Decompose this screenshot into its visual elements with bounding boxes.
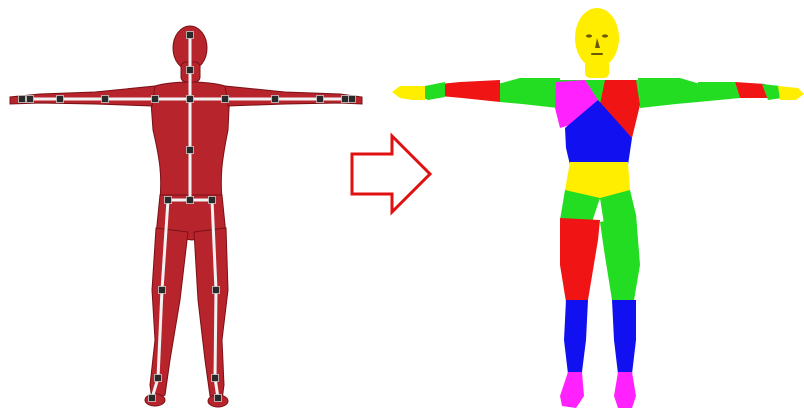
segment-left-shoulder: [498, 78, 560, 108]
skeleton-joint: [152, 96, 159, 103]
mesh-body: [10, 26, 362, 407]
segment-right-shin: [612, 300, 636, 374]
skeleton-joint: [159, 287, 166, 294]
segment-right-thigh: [600, 214, 640, 300]
segment-left-thigh: [560, 218, 600, 302]
skeleton-joint: [102, 96, 109, 103]
skeleton-joint: [187, 96, 194, 103]
segmented-body-figure: [392, 8, 804, 408]
skeleton-joint: [272, 96, 279, 103]
skeleton-joint: [165, 197, 172, 204]
segment-right-foot: [614, 372, 636, 408]
skeleton-joint: [187, 197, 194, 204]
segment-left-foot: [560, 372, 584, 408]
skeleton-joint: [149, 395, 156, 402]
skeleton-joint: [187, 147, 194, 154]
segment-left-shin: [564, 300, 588, 374]
right-arrow-icon: [352, 136, 430, 212]
skeleton-joint: [209, 197, 216, 204]
skeleton-joint: [222, 96, 229, 103]
skeleton-joint: [212, 375, 219, 382]
segment-right-upper-arm: [698, 82, 740, 102]
skeleton-joint: [155, 375, 162, 382]
segment-neck: [585, 60, 609, 78]
skeleton-joint: [19, 96, 26, 103]
segment-left-hand: [392, 86, 425, 100]
segment-left-upper-arm: [440, 80, 500, 102]
skeleton-joint: [57, 96, 64, 103]
skeleton-joint: [187, 32, 194, 39]
skeleton-mesh-figure: [10, 26, 362, 407]
segment-right-shoulder: [638, 78, 700, 108]
segment-right-hand: [778, 86, 804, 100]
skeleton-joint: [215, 395, 222, 402]
skeleton-joint: [27, 96, 34, 103]
skeleton-joint: [317, 96, 324, 103]
skeleton-joint: [187, 67, 194, 74]
skeleton-joint: [342, 96, 349, 103]
skeleton-joint: [213, 287, 220, 294]
skeleton-joint: [349, 96, 356, 103]
